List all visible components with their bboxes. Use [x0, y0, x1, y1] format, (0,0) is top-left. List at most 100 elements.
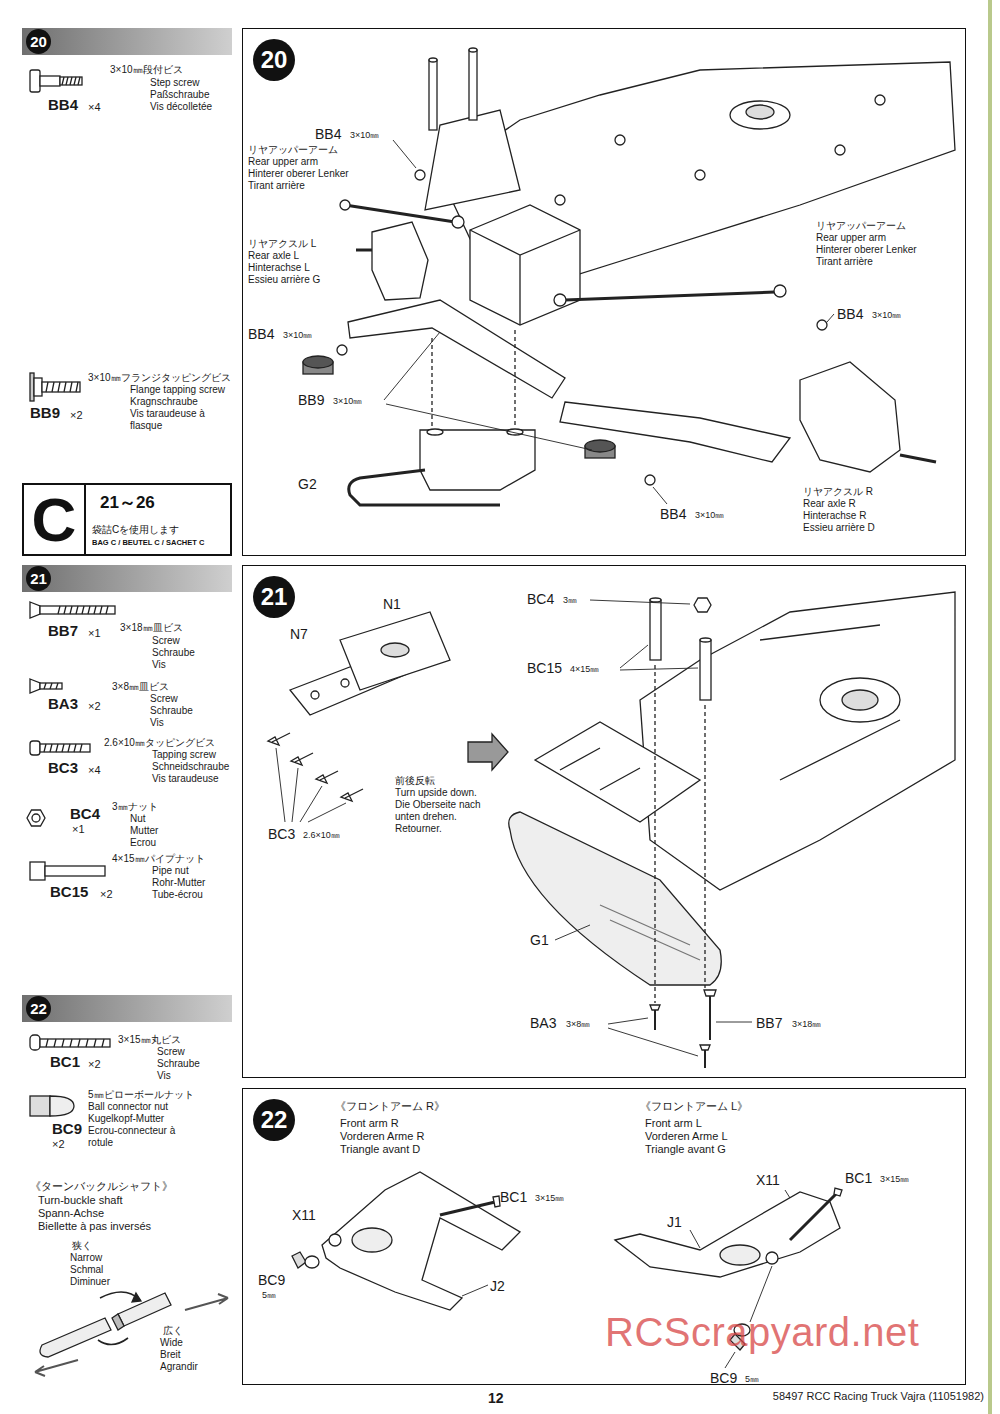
dimension: 5㎜ [262, 1290, 276, 1301]
part-description: Pipe nut [152, 865, 189, 877]
dimension: 3×10㎜ [350, 130, 379, 141]
step-panel: 21 [242, 565, 966, 1078]
dimension: 3㎜ [563, 595, 577, 606]
part-code: BA3 [48, 695, 78, 713]
part-heading: Triangle avant D [340, 1143, 420, 1156]
screw-icon-stroke [40, 744, 90, 752]
part-description: Retourner. [395, 823, 442, 835]
turnbuckle-shaft-stroke [118, 1293, 171, 1326]
part-heading: Vorderen Arme L [645, 1130, 728, 1143]
part-description: 3×18㎜皿ビス [120, 622, 183, 634]
screw-icon-stroke [30, 1096, 50, 1116]
bumper-illustration-stroke [655, 665, 705, 1003]
part-description: Step screw [150, 77, 199, 89]
part-description: Schraube [157, 1058, 200, 1070]
part-code: BA3 [530, 1015, 556, 1032]
part-description: Turn upside down. [395, 787, 477, 799]
part-description: Essieu arrière D [803, 522, 875, 534]
part-heading: Biellette à pas inversés [38, 1220, 151, 1233]
screw-icon-stroke [62, 77, 80, 85]
screw-icon-stroke [34, 378, 42, 396]
screw-icon-stroke [46, 1039, 104, 1047]
part-description: Schraube [150, 705, 193, 717]
chassis-illustration-stroke [427, 429, 443, 435]
part-code: BC15 [527, 660, 562, 677]
screw-icon-stroke [46, 382, 78, 392]
watermark: RCScrapyard.net [605, 1308, 919, 1356]
part-code: BC15 [50, 883, 88, 901]
chassis-illustration-stroke [349, 470, 500, 505]
part-description: 3×10㎜フランジタッピングビス [88, 372, 231, 384]
bumper-illustration-stroke [704, 990, 716, 996]
part-description: Schraube [152, 647, 195, 659]
chassis-illustration-stroke [800, 362, 900, 472]
part-description: 3×8㎜皿ビス [112, 681, 169, 693]
chassis-illustration-stroke [565, 292, 775, 300]
bag-note: 袋詰Cを使用します [92, 523, 179, 537]
bumper-illustration-stroke [640, 592, 955, 890]
chassis-illustration-stroke [560, 402, 790, 462]
chassis-illustration [303, 48, 955, 505]
quantity: ×1 [88, 627, 101, 640]
part-description: Flange tapping screw [130, 384, 225, 396]
bag-box: C21～26袋詰Cを使用しますBAG C / BEUTEL C / SACHET… [22, 483, 232, 556]
part-description: Vis taraudeuse à flasque [130, 408, 226, 432]
part-description: Schmal [70, 1264, 103, 1276]
chassis-illustration-stroke [470, 230, 580, 325]
part-description: Ecrou-connecteur à rotule [88, 1125, 188, 1149]
chassis-illustration-stroke [452, 216, 464, 228]
bumper-illustration-stroke [704, 1050, 706, 1068]
part-description: Vis [157, 1070, 171, 1082]
bumper-illustration-stroke [316, 771, 338, 783]
part-description: Narrow [70, 1252, 102, 1264]
screw-icon-stroke [42, 382, 80, 392]
chassis-illustration-stroke [835, 145, 845, 155]
part-description: Die Oberseite nach unten drehen. [395, 799, 503, 823]
screw-icon-stroke [30, 862, 45, 880]
step-number: 20 [253, 39, 295, 81]
chassis-illustration-stroke [415, 170, 425, 180]
bumper-illustration-stroke [341, 789, 363, 801]
bumper-illustration-stroke [600, 905, 700, 960]
bumper-illustration-stroke [560, 748, 640, 790]
chassis-illustration-stroke [645, 475, 655, 485]
part-description: Tirant arrière [816, 256, 873, 268]
page-number: 12 [488, 1390, 504, 1407]
part-description: 4×15㎜パイプナット [112, 853, 205, 865]
chassis-illustration-stroke [900, 455, 936, 462]
dimension: 5㎜ [745, 1374, 759, 1385]
part-description: Essieu arrière G [248, 274, 320, 286]
dimension: 3×10㎜ [283, 330, 312, 341]
part-description: Rohr-Mutter [152, 877, 205, 889]
chassis-illustration-stroke [817, 320, 827, 330]
part-description: Paßschraube [150, 89, 209, 101]
page-edge-stroke [988, 0, 992, 1414]
chassis-illustration-stroke [746, 105, 774, 119]
part-heading: 《ターンバックルシャフト》 [30, 1180, 173, 1193]
front-arm-illustration-stroke [834, 1188, 842, 1196]
chassis-illustration-stroke [303, 356, 333, 368]
quantity: ×2 [88, 700, 101, 713]
screw-icon-stroke [60, 77, 82, 85]
screw-icon-stroke [58, 606, 108, 614]
screw-icon-stroke [30, 1035, 40, 1050]
part-heading: Triangle avant G [645, 1143, 726, 1156]
screw-icon-stroke [40, 76, 60, 86]
bumper-illustration-stroke [842, 690, 878, 710]
part-code: BC4 [527, 591, 554, 608]
step-number: 20 [26, 29, 51, 54]
bumper-illustration-stroke [650, 600, 661, 660]
part-description: Rear upper arm [816, 232, 886, 244]
bumper-illustration-stroke [654, 1010, 656, 1030]
part-description: Tapping screw [152, 749, 216, 761]
part-description: リヤアクスル L [248, 238, 316, 250]
bumper-illustration-stroke [509, 812, 722, 985]
chassis-illustration-stroke [340, 200, 350, 210]
screw-icon [27, 70, 115, 1116]
part-description: Mutter [130, 825, 158, 837]
quantity: ×2 [70, 409, 83, 422]
part-code: BB4 [837, 306, 863, 323]
chassis-illustration-stroke [384, 140, 834, 504]
part-heading: Turn-buckle shaft [38, 1194, 123, 1207]
quantity: ×2 [88, 1058, 101, 1071]
